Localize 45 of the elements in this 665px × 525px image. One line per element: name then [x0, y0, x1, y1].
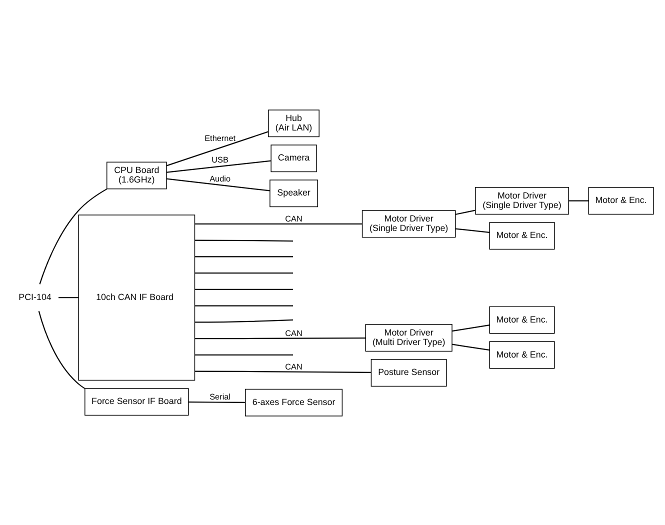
node-box: Posture Sensor [370, 358, 447, 386]
connector [188, 401, 246, 402]
node-box: Motor & Enc. [489, 340, 555, 368]
node-box: 6-axes Force Sensor [245, 388, 343, 416]
edge-label: CAN [285, 328, 302, 338]
connector [456, 209, 476, 214]
node-box: Motor & Enc. [489, 306, 555, 334]
node-box: Force Sensor IF Board [84, 388, 189, 416]
connector [58, 296, 78, 298]
connector [166, 130, 268, 166]
connector [452, 324, 490, 332]
connector [194, 354, 293, 356]
node-box: Hub (Air LAN) [268, 109, 320, 137]
node-box: CPU Board (1.6GHz) [106, 161, 167, 189]
connector [194, 288, 293, 290]
connector [39, 188, 108, 284]
connector [568, 200, 589, 201]
connector [194, 370, 372, 372]
node-box: Speaker [270, 179, 318, 207]
connector [194, 304, 293, 306]
edge-label: Serial [210, 392, 231, 401]
connector [194, 318, 294, 322]
connector [194, 256, 293, 257]
edge-label: CAN [285, 362, 302, 372]
node-box: Motor Driver (Single Driver Type) [362, 210, 456, 238]
edge-label: USB [212, 155, 228, 164]
connector [166, 160, 271, 172]
node-box: Motor Driver (Multi Driver Type) [365, 324, 452, 352]
connector [194, 239, 293, 242]
connector [452, 343, 490, 350]
node-box: Motor Driver (Single Driver Type) [475, 186, 569, 214]
node-box: Motor & Enc. [588, 186, 654, 214]
edge-label: Ethernet [204, 134, 236, 143]
edge-label: Audio [210, 174, 231, 183]
node-box: 10ch CAN IF Board [78, 214, 196, 380]
connector [194, 222, 362, 224]
node-box: Camera [270, 144, 317, 172]
node-box: Motor & Enc. [489, 222, 555, 250]
connector [456, 228, 490, 232]
node-text: PCI-104 [18, 291, 52, 302]
connector [194, 272, 293, 274]
connector [194, 337, 366, 339]
connector [166, 178, 270, 191]
connector [38, 310, 85, 388]
edge-label: CAN [285, 214, 302, 224]
